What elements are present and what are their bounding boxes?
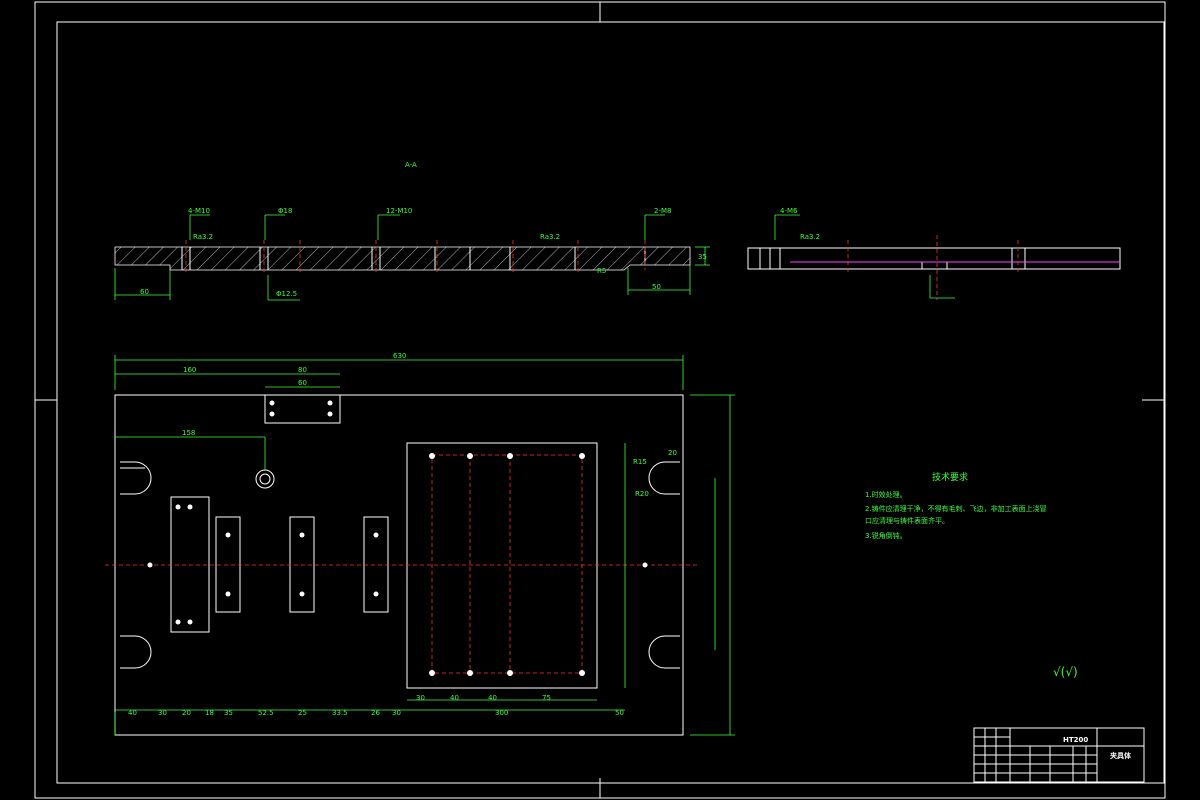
svg-text:4-M6: 4-M6 bbox=[780, 207, 798, 215]
svg-text:R15: R15 bbox=[633, 458, 647, 466]
svg-text:40: 40 bbox=[450, 694, 459, 702]
svg-text:80: 80 bbox=[298, 366, 307, 374]
svg-text:26: 26 bbox=[371, 709, 380, 717]
svg-text:12-M10: 12-M10 bbox=[386, 207, 412, 215]
svg-text:60: 60 bbox=[298, 379, 307, 387]
sheet-frame bbox=[34, 1, 1166, 799]
svg-text:2-M8: 2-M8 bbox=[654, 207, 671, 215]
note-line: 1.时效处理。 bbox=[865, 490, 907, 499]
plan-view: 630 160 80 60 158 40 30 20 18 35 52.5 25… bbox=[105, 352, 735, 736]
svg-text:Φ12.5: Φ12.5 bbox=[276, 290, 297, 298]
svg-text:30: 30 bbox=[392, 709, 401, 717]
svg-text:30: 30 bbox=[158, 709, 167, 717]
svg-text:30: 30 bbox=[416, 694, 425, 702]
notes-title: 技术要求 bbox=[932, 471, 968, 483]
svg-text:Φ18: Φ18 bbox=[278, 207, 292, 215]
svg-text:50: 50 bbox=[652, 283, 661, 291]
svg-text:20: 20 bbox=[182, 709, 191, 717]
roughness-symbol: √(√) bbox=[1053, 665, 1078, 679]
svg-text:18: 18 bbox=[205, 709, 214, 717]
svg-text:33.5: 33.5 bbox=[332, 709, 348, 717]
svg-text:300: 300 bbox=[495, 709, 508, 717]
svg-text:158: 158 bbox=[182, 429, 195, 437]
svg-text:75: 75 bbox=[542, 694, 551, 702]
svg-text:40: 40 bbox=[128, 709, 137, 717]
svg-text:Ra3.2: Ra3.2 bbox=[800, 233, 820, 241]
svg-text:4-M10: 4-M10 bbox=[188, 207, 210, 215]
svg-text:Ra3.2: Ra3.2 bbox=[193, 233, 213, 241]
note-line: 口应清理与铸件表面齐平。 bbox=[865, 516, 949, 525]
material-code: HT200 bbox=[1063, 736, 1088, 744]
svg-text:25: 25 bbox=[298, 709, 307, 717]
svg-text:50: 50 bbox=[615, 709, 624, 717]
title-block: HT200 夹具体 bbox=[973, 727, 1145, 783]
side-view: 4-M6 Ra3.2 bbox=[747, 207, 1121, 300]
svg-text:R20: R20 bbox=[635, 490, 649, 498]
dim-overall-width: 630 bbox=[393, 352, 406, 360]
section-view-a-a: A-A bbox=[114, 161, 710, 301]
svg-text:20: 20 bbox=[668, 449, 677, 457]
svg-text:40: 40 bbox=[488, 694, 497, 702]
svg-text:35: 35 bbox=[224, 709, 233, 717]
svg-text:60: 60 bbox=[140, 288, 149, 296]
technical-notes: 技术要求 1.时效处理。 2.铸件应清理干净，不得有毛刺、飞边，非加工表面上浇冒… bbox=[865, 471, 1078, 679]
note-line: 2.铸件应清理干净，不得有毛刺、飞边，非加工表面上浇冒 bbox=[865, 504, 1047, 513]
svg-text:R5: R5 bbox=[597, 267, 606, 275]
svg-text:52.5: 52.5 bbox=[258, 709, 274, 717]
svg-text:Ra3.2: Ra3.2 bbox=[540, 233, 560, 241]
section-label: A-A bbox=[405, 161, 417, 169]
part-name: 夹具体 bbox=[1110, 751, 1132, 760]
note-line: 3.锐角倒钝。 bbox=[865, 531, 907, 540]
svg-text:160: 160 bbox=[183, 366, 196, 374]
svg-text:35: 35 bbox=[698, 253, 707, 261]
